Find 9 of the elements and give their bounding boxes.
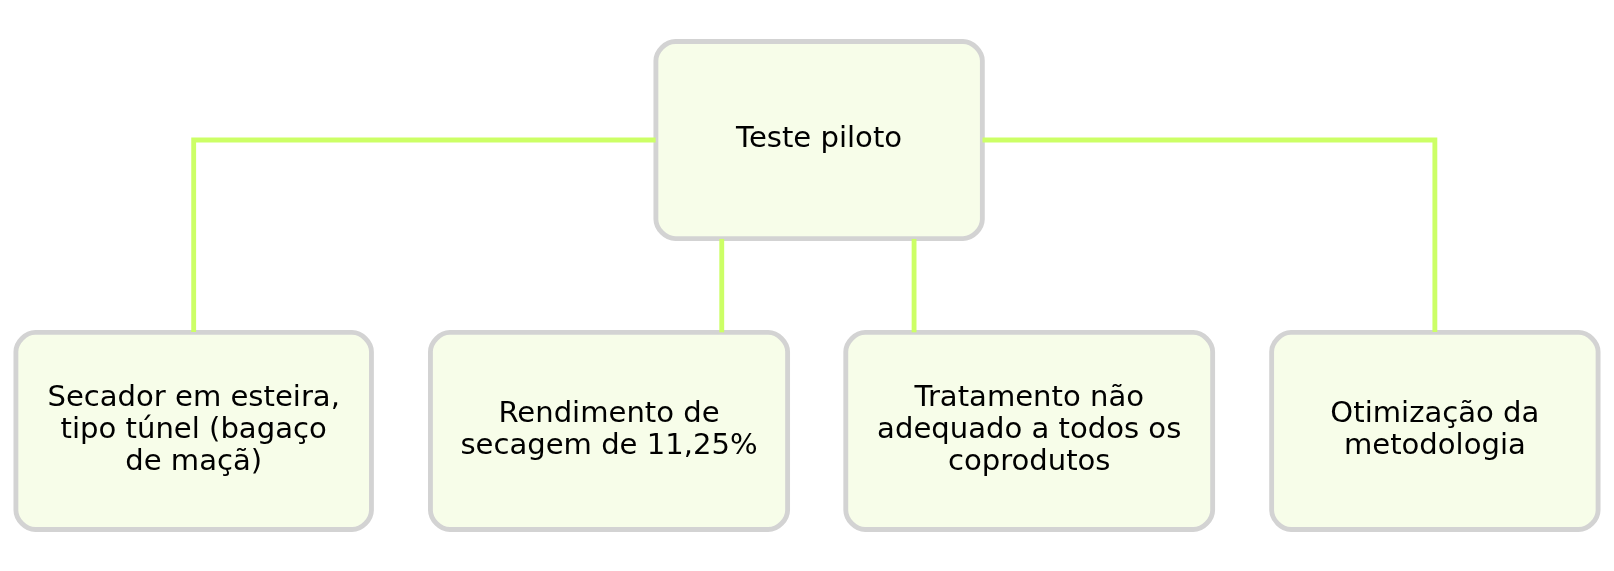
connector [191,137,656,333]
connector [719,238,725,333]
node-box: Tratamento não adequado a todos os coprodutos [843,329,1216,532]
node-box: Otimização da metodologia [1269,329,1601,532]
connector [911,238,917,333]
node-box: Rendimento de secagem de 11,25% [428,329,791,532]
node-box: Teste piloto [653,39,985,242]
node-box: Secador em esteira, tipo túnel (bagaço de maçã) [13,329,374,532]
connector [982,137,1438,333]
